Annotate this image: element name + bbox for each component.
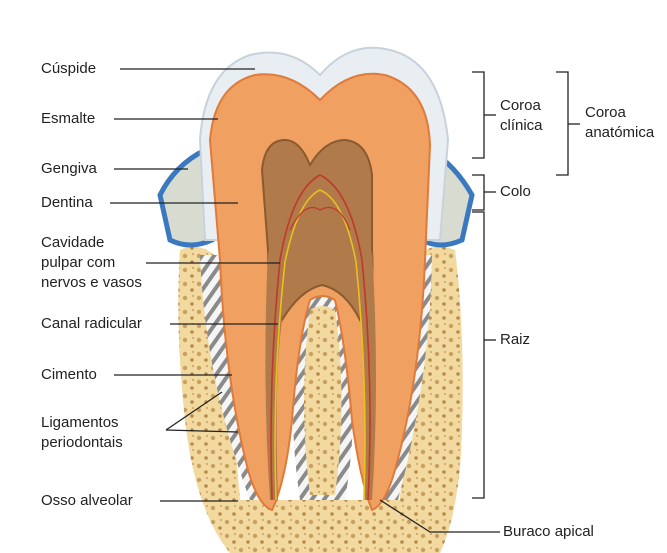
- label-osso-alveolar: Osso alveolar: [41, 492, 133, 510]
- label-gengiva: Gengiva: [41, 160, 97, 178]
- label-cuspide: Cúspide: [41, 60, 96, 78]
- label-coroa-anatomica-line1: Coroa: [585, 104, 626, 122]
- label-cavidade-line1: Cavidade: [41, 234, 104, 252]
- label-raiz: Raiz: [500, 331, 530, 349]
- label-ligamentos-line2: periodontais: [41, 434, 123, 452]
- label-buraco-apical: Buraco apical: [503, 523, 594, 541]
- label-coroa-anatomica-line2: anatómica: [585, 124, 654, 142]
- label-cavidade-line3: nervos e vasos: [41, 274, 142, 292]
- interradicular-bone: [304, 306, 342, 495]
- label-cimento: Cimento: [41, 366, 97, 384]
- label-canal-radicular: Canal radicular: [41, 315, 142, 333]
- label-dentina: Dentina: [41, 194, 93, 212]
- label-colo: Colo: [500, 183, 531, 201]
- label-coroa-clinica-line2: clínica: [500, 117, 543, 135]
- label-esmalte: Esmalte: [41, 110, 95, 128]
- label-cavidade-line2: pulpar com: [41, 254, 115, 272]
- label-coroa-clinica-line1: Coroa: [500, 97, 541, 115]
- label-ligamentos-line1: Ligamentos: [41, 414, 119, 432]
